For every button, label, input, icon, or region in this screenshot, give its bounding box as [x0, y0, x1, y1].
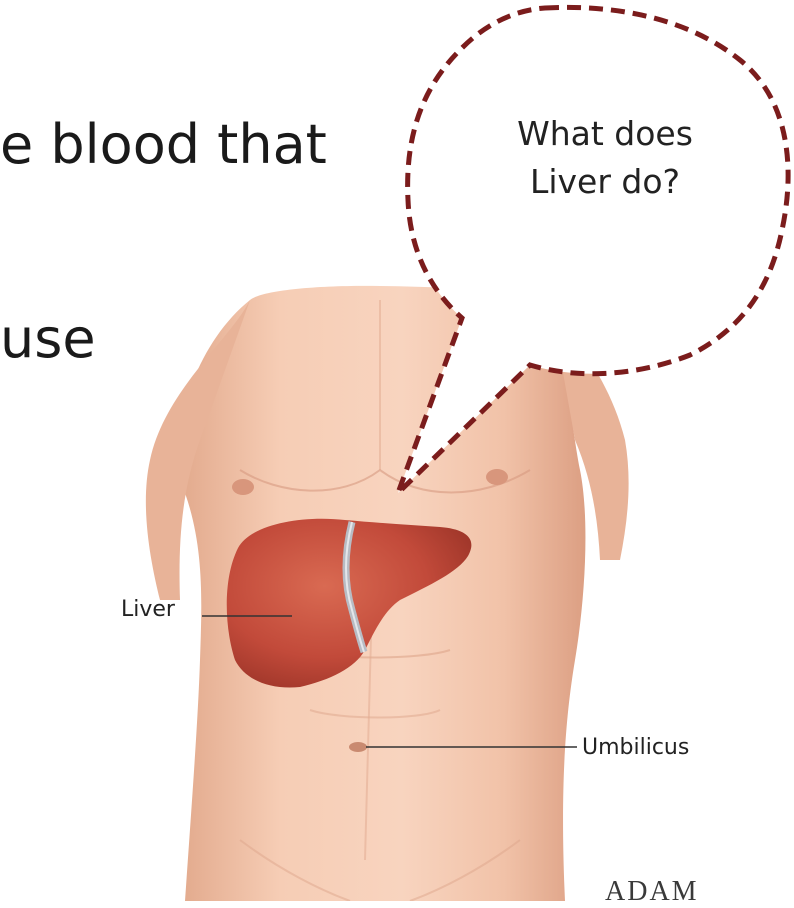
left-nipple: [232, 479, 254, 495]
umbilicus-label: Umbilicus: [582, 735, 689, 760]
adam-logo: ADAM: [605, 876, 699, 908]
right-nipple: [486, 469, 508, 485]
umbilicus: [349, 742, 367, 752]
liver-label: Liver: [121, 597, 175, 622]
callout-text: What does Liver do?: [480, 110, 730, 206]
